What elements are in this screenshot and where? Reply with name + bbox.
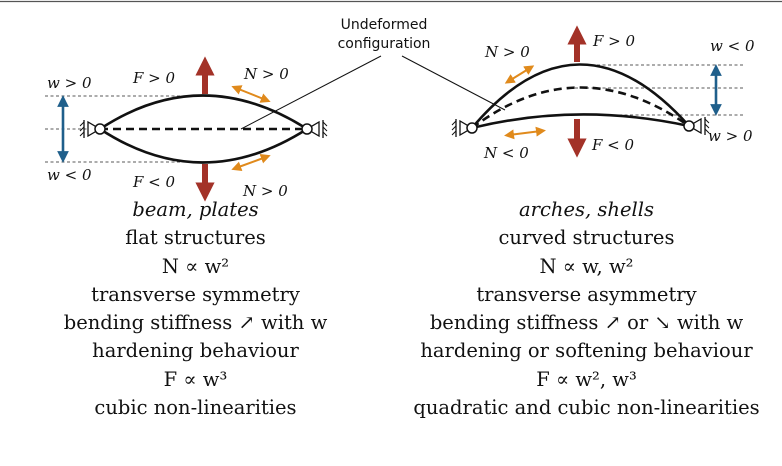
arch-properties: arches, shells curved structures N ∝ w, … [391,196,782,422]
arch-structure-type: curved structures [498,226,675,250]
arch-w-negative-label: w < 0 [710,37,755,55]
beam-n-top-label: N > 0 [243,65,289,83]
callout-line-2: configuration [338,36,431,52]
beam-left-support [79,120,106,138]
arch-nonlinearities: quadratic and cubic non-linearities [413,396,760,420]
arch-force-relation: F ∝ w², w³ [536,367,637,391]
beam-tension-arrow-bottom [231,154,271,171]
beam-structure-type: flat structures [125,226,266,250]
arch-tension-relation: N ∝ w, w² [539,254,634,278]
beam-symmetry: transverse symmetry [91,282,300,306]
arch-symmetry: transverse asymmetry [476,282,697,306]
beam-stiffness: bending stiffness ↗ with w [63,311,328,335]
callout-leader-right [401,55,506,111]
beam-diagram: w > 0 w < 0 F > 0 F < 0 N > 0 N > 0 [45,56,328,202]
arch-f-positive-label: F > 0 [592,32,636,50]
callout-line-1: Undeformed [341,17,428,33]
arch-tension-arrow [504,65,535,84]
beam-force-relation: F ∝ w³ [163,367,228,391]
arch-undeformed-curve [471,86,690,130]
arch-stiffness: bending stiffness ↗ or ↘ with w [429,311,744,335]
beam-n-bottom-label: N > 0 [242,182,288,200]
beam-f-positive-label: F > 0 [132,69,176,87]
arch-right-support [683,117,710,135]
undeformed-callout: Undeformed configuration [240,17,506,130]
beam-lower-deflection [99,127,308,164]
beam-right-support [301,120,328,138]
arch-w-positive-label: w > 0 [708,127,753,145]
arch-n-bottom-label: N < 0 [483,144,529,162]
beam-tension-relation: N ∝ w² [161,254,230,278]
beam-upper-deflection [99,94,308,131]
beam-w-negative-label: w < 0 [47,166,92,184]
arch-behaviour: hardening or softening behaviour [420,339,753,363]
arch-n-top-label: N > 0 [484,43,530,61]
arch-upper-deflection [471,63,690,129]
beam-category: beam, plates [132,198,259,221]
arch-lower-deflection [471,113,690,130]
arch-left-support [451,119,478,137]
beam-behaviour: hardening behaviour [92,339,299,363]
beam-w-positive-label: w > 0 [47,74,92,92]
callout-leader-left [240,55,382,130]
beam-f-negative-label: F < 0 [132,173,176,191]
beam-nonlinearities: cubic non-linearities [94,396,297,420]
arch-f-negative-label: F < 0 [591,136,635,154]
arch-compression-arrow [504,126,546,140]
arch-diagram: N > 0 F > 0 w < 0 w > 0 N < 0 F < 0 [451,25,755,162]
beam-tension-arrow-top [231,85,271,103]
beam-properties: beam, plates flat structures N ∝ w² tran… [0,196,391,422]
arch-category: arches, shells [519,198,654,221]
